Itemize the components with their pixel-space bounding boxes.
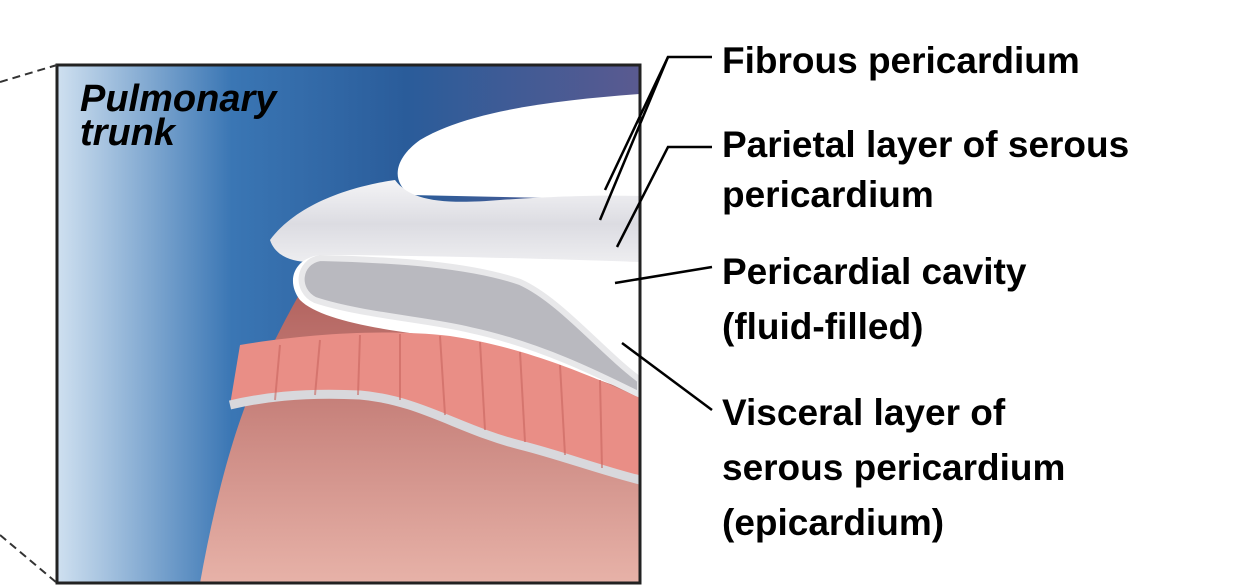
label-line: pericardium	[722, 174, 934, 215]
leader-line-cavity	[614, 265, 713, 285]
serous-sac	[298, 254, 640, 399]
label-fibrous-pericardium: Fibrous pericardium	[722, 36, 1080, 86]
label-line: serous pericardium	[722, 447, 1066, 488]
leader-line-visceral	[621, 341, 713, 412]
label-line: Pericardial cavity	[722, 251, 1027, 292]
leader-line-fibrous	[598, 56, 670, 221]
label-visceral-layer: Visceral layer of serous pericardium (ep…	[722, 385, 1065, 550]
pulmonary-trunk-label: Pulmonary trunk	[80, 78, 277, 154]
label-line: Fibrous pericardium	[722, 40, 1080, 81]
label-line: Pulmonary	[80, 78, 277, 120]
label-line: Parietal layer of serous	[722, 124, 1130, 165]
label-line: trunk	[80, 112, 175, 154]
label-line: (fluid-filled)	[722, 306, 924, 347]
fibrous-pericardium-layer	[270, 180, 640, 269]
outer-space	[397, 94, 640, 200]
myocardium	[230, 332, 640, 480]
label-line: (epicardium)	[722, 502, 945, 543]
label-pericardial-cavity: Pericardial cavity (fluid-filled)	[722, 244, 1026, 354]
endocardium-membrane	[228, 389, 640, 485]
zoom-guide-line	[0, 534, 58, 584]
inset-frame	[55, 63, 642, 585]
leader-line-parietal	[615, 145, 712, 248]
label-parietal-layer: Parietal layer of serous pericardium	[722, 120, 1129, 220]
label-line: Visceral layer of	[722, 392, 1006, 433]
zoom-guide-line	[0, 64, 58, 83]
